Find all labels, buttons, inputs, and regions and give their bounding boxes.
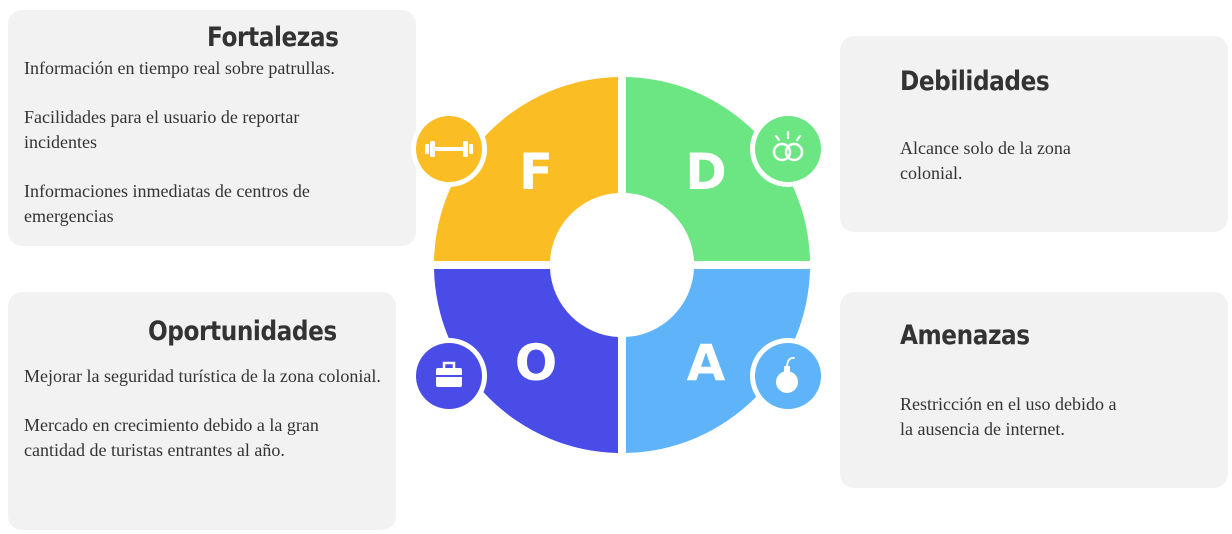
- quadrant-fortalezas: [434, 77, 618, 261]
- quadrant-debilidades: [626, 77, 810, 261]
- letter-o: O: [515, 334, 558, 392]
- fortalezas-item: Informaciones inmediatas de centros de e…: [24, 181, 310, 226]
- fortalezas-list: Información en tiempo real sobre patrull…: [24, 56, 416, 229]
- debilidades-list: Alcance solo de la zona colonial.: [900, 136, 1120, 186]
- letter-a: A: [687, 334, 726, 392]
- oportunidades-title: Oportunidades: [148, 316, 337, 347]
- debilidades-title: Debilidades: [900, 66, 1050, 97]
- amenazas-list: Restricción en el uso debido a la ausenc…: [900, 392, 1130, 442]
- fortalezas-card: Fortalezas Información en tiempo real so…: [8, 10, 416, 246]
- letter-d: D: [685, 143, 727, 201]
- fortalezas-item: Facilidades para el usuario de reportar …: [24, 107, 300, 152]
- debilidades-card: Debilidades Alcance solo de la zona colo…: [840, 36, 1228, 232]
- interlocking-rings-icon: [750, 111, 826, 187]
- briefcase-icon: [411, 338, 487, 414]
- fortalezas-item: Información en tiempo real sobre patrull…: [24, 58, 335, 78]
- oportunidades-card: Oportunidades Mejorar la seguridad turís…: [8, 292, 396, 530]
- quadrant-oportunidades: [434, 269, 618, 453]
- bomb-icon: [750, 338, 826, 414]
- barbell-icon: [411, 111, 487, 187]
- debilidades-item: Alcance solo de la zona colonial.: [900, 138, 1071, 183]
- oportunidades-item: Mejorar la seguridad turística de la zon…: [24, 366, 381, 386]
- oportunidades-list: Mejorar la seguridad turística de la zon…: [24, 364, 384, 463]
- quadrant-amenazas: [626, 269, 810, 453]
- oportunidades-item: Mercado en crecimiento debido a la gran …: [24, 415, 319, 460]
- amenazas-item: Restricción en el uso debido a la ausenc…: [900, 394, 1117, 439]
- fortalezas-title: Fortalezas: [207, 22, 339, 53]
- amenazas-card: Amenazas Restricción en el uso debido a …: [840, 292, 1228, 488]
- letter-f: F: [519, 143, 553, 201]
- swot-wheel: F D O A: [411, 77, 826, 453]
- amenazas-title: Amenazas: [900, 320, 1030, 351]
